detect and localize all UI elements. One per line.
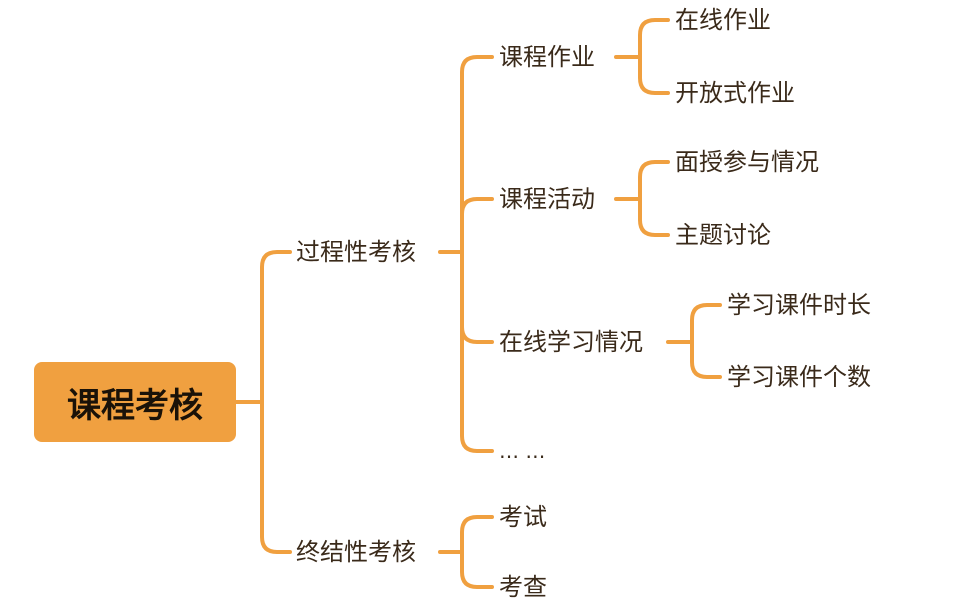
connector-online-leaf-1 <box>690 303 722 344</box>
node-course-homework: 课程作业 <box>499 43 595 71</box>
node-exam: 考试 <box>499 503 547 531</box>
connector-homework-leaf-2 <box>638 55 670 95</box>
node-final-assessment: 终结性考核 <box>296 538 416 566</box>
node-online-learning: 在线学习情况 <box>499 328 643 356</box>
connector-process-child-2 <box>460 197 494 254</box>
node-topic-discussion: 主题讨论 <box>675 221 771 249</box>
node-ellipsis: … … <box>499 439 546 463</box>
connector-activity-leaf-2 <box>638 197 670 237</box>
connector-final-child-2 <box>460 550 494 589</box>
node-courseware-duration: 学习课件时长 <box>727 291 871 319</box>
connector-process-child-3 <box>460 250 494 344</box>
root-node-label: 课程考核 <box>67 385 203 426</box>
connector-activity-leaf-1 <box>638 160 670 201</box>
node-check: 考查 <box>499 573 547 601</box>
root-node-box <box>34 362 236 442</box>
node-process-assessment: 过程性考核 <box>296 238 416 266</box>
node-courseware-count: 学习课件个数 <box>727 363 871 391</box>
connector-root-branch-2 <box>260 400 292 554</box>
connector-online-leaf-2 <box>690 340 722 379</box>
connector-process-child-4 <box>460 250 494 453</box>
connector-process-child-1 <box>460 55 494 254</box>
node-open-homework: 开放式作业 <box>675 79 795 107</box>
connector-root-branch-1 <box>260 250 292 404</box>
connector-final-child-1 <box>460 515 494 554</box>
connector-homework-leaf-1 <box>638 18 670 59</box>
node-face-participation: 面授参与情况 <box>675 148 819 176</box>
node-course-activity: 课程活动 <box>499 185 595 213</box>
node-online-homework: 在线作业 <box>675 6 771 34</box>
